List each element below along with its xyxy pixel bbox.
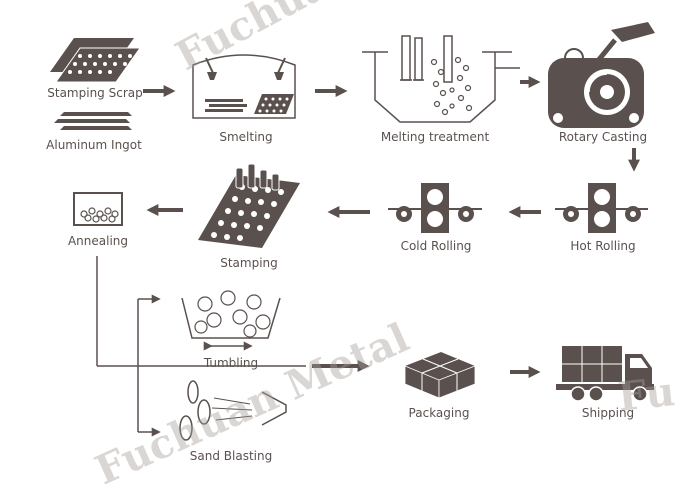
label-aluminum-ingot: Aluminum Ingot (46, 138, 142, 152)
branch-connector (96, 256, 306, 437)
cold-rolling-mill-icon (388, 183, 482, 233)
stamping-strip-icon (198, 163, 300, 248)
label-cold-rolling: Cold Rolling (400, 239, 472, 253)
label-annealing: Annealing (67, 234, 129, 248)
diagram-artwork (50, 22, 655, 441)
label-tumbling: Tumbling (203, 356, 259, 370)
label-stamping-scrap: Stamping Scrap (47, 86, 143, 100)
bubbles-icon (430, 56, 473, 116)
sand-blasting-icon (179, 380, 287, 441)
annealing-oven-icon (73, 192, 123, 226)
label-hot-rolling: Hot Rolling (570, 239, 636, 253)
smelting-furnace-icon (192, 54, 296, 119)
packaging-boxes-icon (404, 352, 476, 399)
label-packaging: Packaging (408, 406, 470, 420)
shipping-truck-icon (556, 346, 654, 402)
label-smelting: Smelting (219, 130, 273, 144)
melting-treatment-tank-icon (362, 35, 520, 123)
label-rotary-casting: Rotary Casting (558, 130, 648, 144)
rotary-casting-machine-icon (548, 22, 655, 128)
label-shipping: Shipping (581, 406, 635, 420)
label-sand-blasting: Sand Blasting (189, 449, 273, 463)
label-stamping: Stamping (220, 256, 278, 270)
label-melting-treatment: Melting treatment (380, 130, 490, 144)
aluminum-ingot-icon (54, 112, 132, 130)
hot-rolling-mill-icon (555, 183, 648, 233)
stamping-scrap-icon (50, 38, 141, 83)
process-flow-diagram: Stamping Scrap Aluminum Ingot Smelting M… (46, 0, 677, 494)
tumbling-barrel-icon (181, 290, 281, 351)
